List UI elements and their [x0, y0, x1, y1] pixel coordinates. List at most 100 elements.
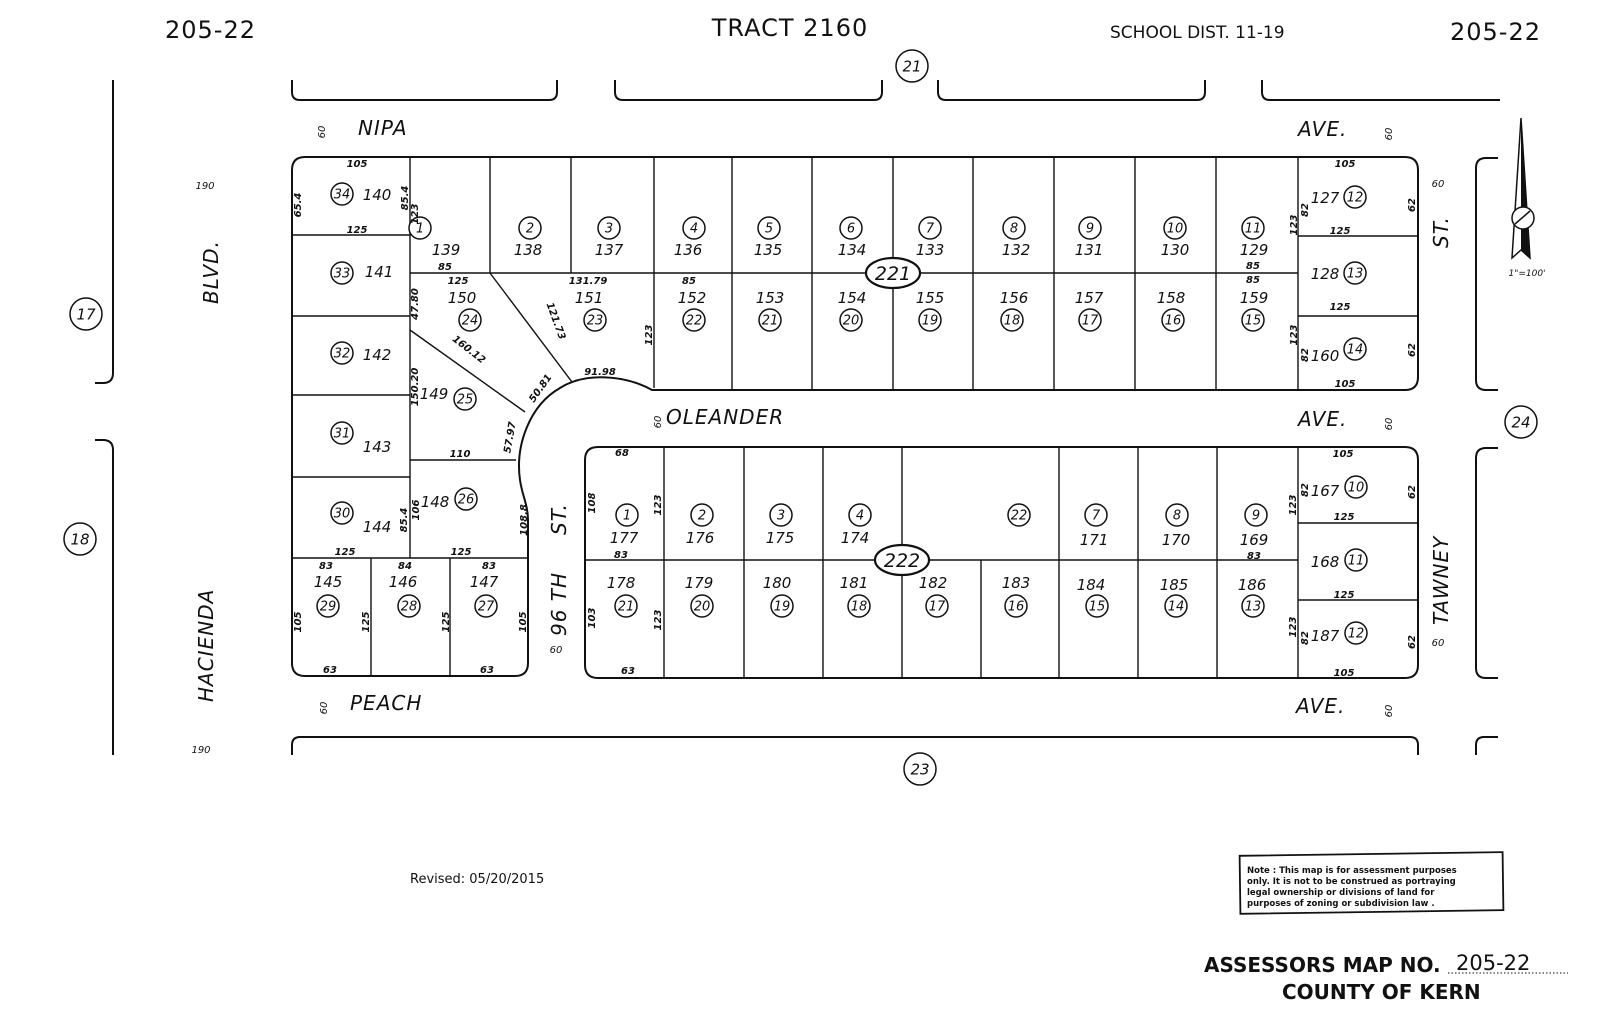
lot-number: 10	[1344, 475, 1368, 499]
dimension: 123	[410, 204, 421, 225]
dimension: 85	[438, 262, 452, 273]
dimension: 125	[1334, 512, 1355, 523]
street-width: 190	[195, 181, 214, 192]
dimension: 85.4	[400, 186, 411, 211]
adjacent-map-ref: 23	[903, 752, 937, 786]
block-222	[584, 446, 1419, 679]
circle-number: 3	[777, 509, 785, 524]
circle-number: 2	[526, 222, 534, 237]
circle-number: 25	[457, 393, 474, 408]
parcel-apn: 181	[840, 574, 869, 592]
dimension: 68	[615, 448, 629, 459]
parcel-apn: 168	[1311, 553, 1340, 571]
dimension: 125	[441, 612, 452, 633]
map-number-right: 205-22	[1450, 18, 1541, 46]
parcel-apn: 177	[610, 529, 639, 547]
lot-number: 4	[848, 503, 872, 527]
parcel-apn: 147	[470, 573, 499, 591]
street-tawney: TAWNEY	[1429, 535, 1453, 625]
block-number-221: 221	[864, 256, 922, 290]
parcel-apn: 133	[916, 241, 945, 259]
circle-number: 19	[922, 314, 939, 329]
parcel-apn: 128	[1311, 265, 1340, 283]
school-district: SCHOOL DIST. 11-19	[1110, 23, 1285, 43]
parcel-apn: 144	[363, 518, 392, 536]
dimension: 106	[411, 500, 422, 521]
lot-number: 7	[918, 216, 942, 240]
circle-number: 5	[765, 222, 773, 237]
lot-number: 3	[769, 503, 793, 527]
parcel[interactable]: 30 144	[330, 501, 392, 536]
parcel[interactable]: 22	[1007, 503, 1031, 527]
parcel-apn: 141	[365, 263, 394, 281]
dimension: 123	[1289, 325, 1300, 346]
dimension: 83	[614, 550, 628, 561]
dimension: 105	[1334, 668, 1355, 679]
block-number-text: 221	[875, 263, 911, 285]
dimension: 125	[347, 225, 368, 236]
dimension: 103	[587, 608, 598, 629]
lot-number: 11	[1241, 216, 1265, 240]
dimension: 125	[1330, 302, 1351, 313]
lot-number: 11	[1344, 548, 1368, 572]
dimension: 83	[319, 561, 333, 572]
lot-number: 1	[615, 503, 639, 527]
circle-number: 28	[401, 600, 418, 615]
circle-number: 15	[1245, 314, 1262, 329]
circle-number: 30	[334, 507, 351, 522]
